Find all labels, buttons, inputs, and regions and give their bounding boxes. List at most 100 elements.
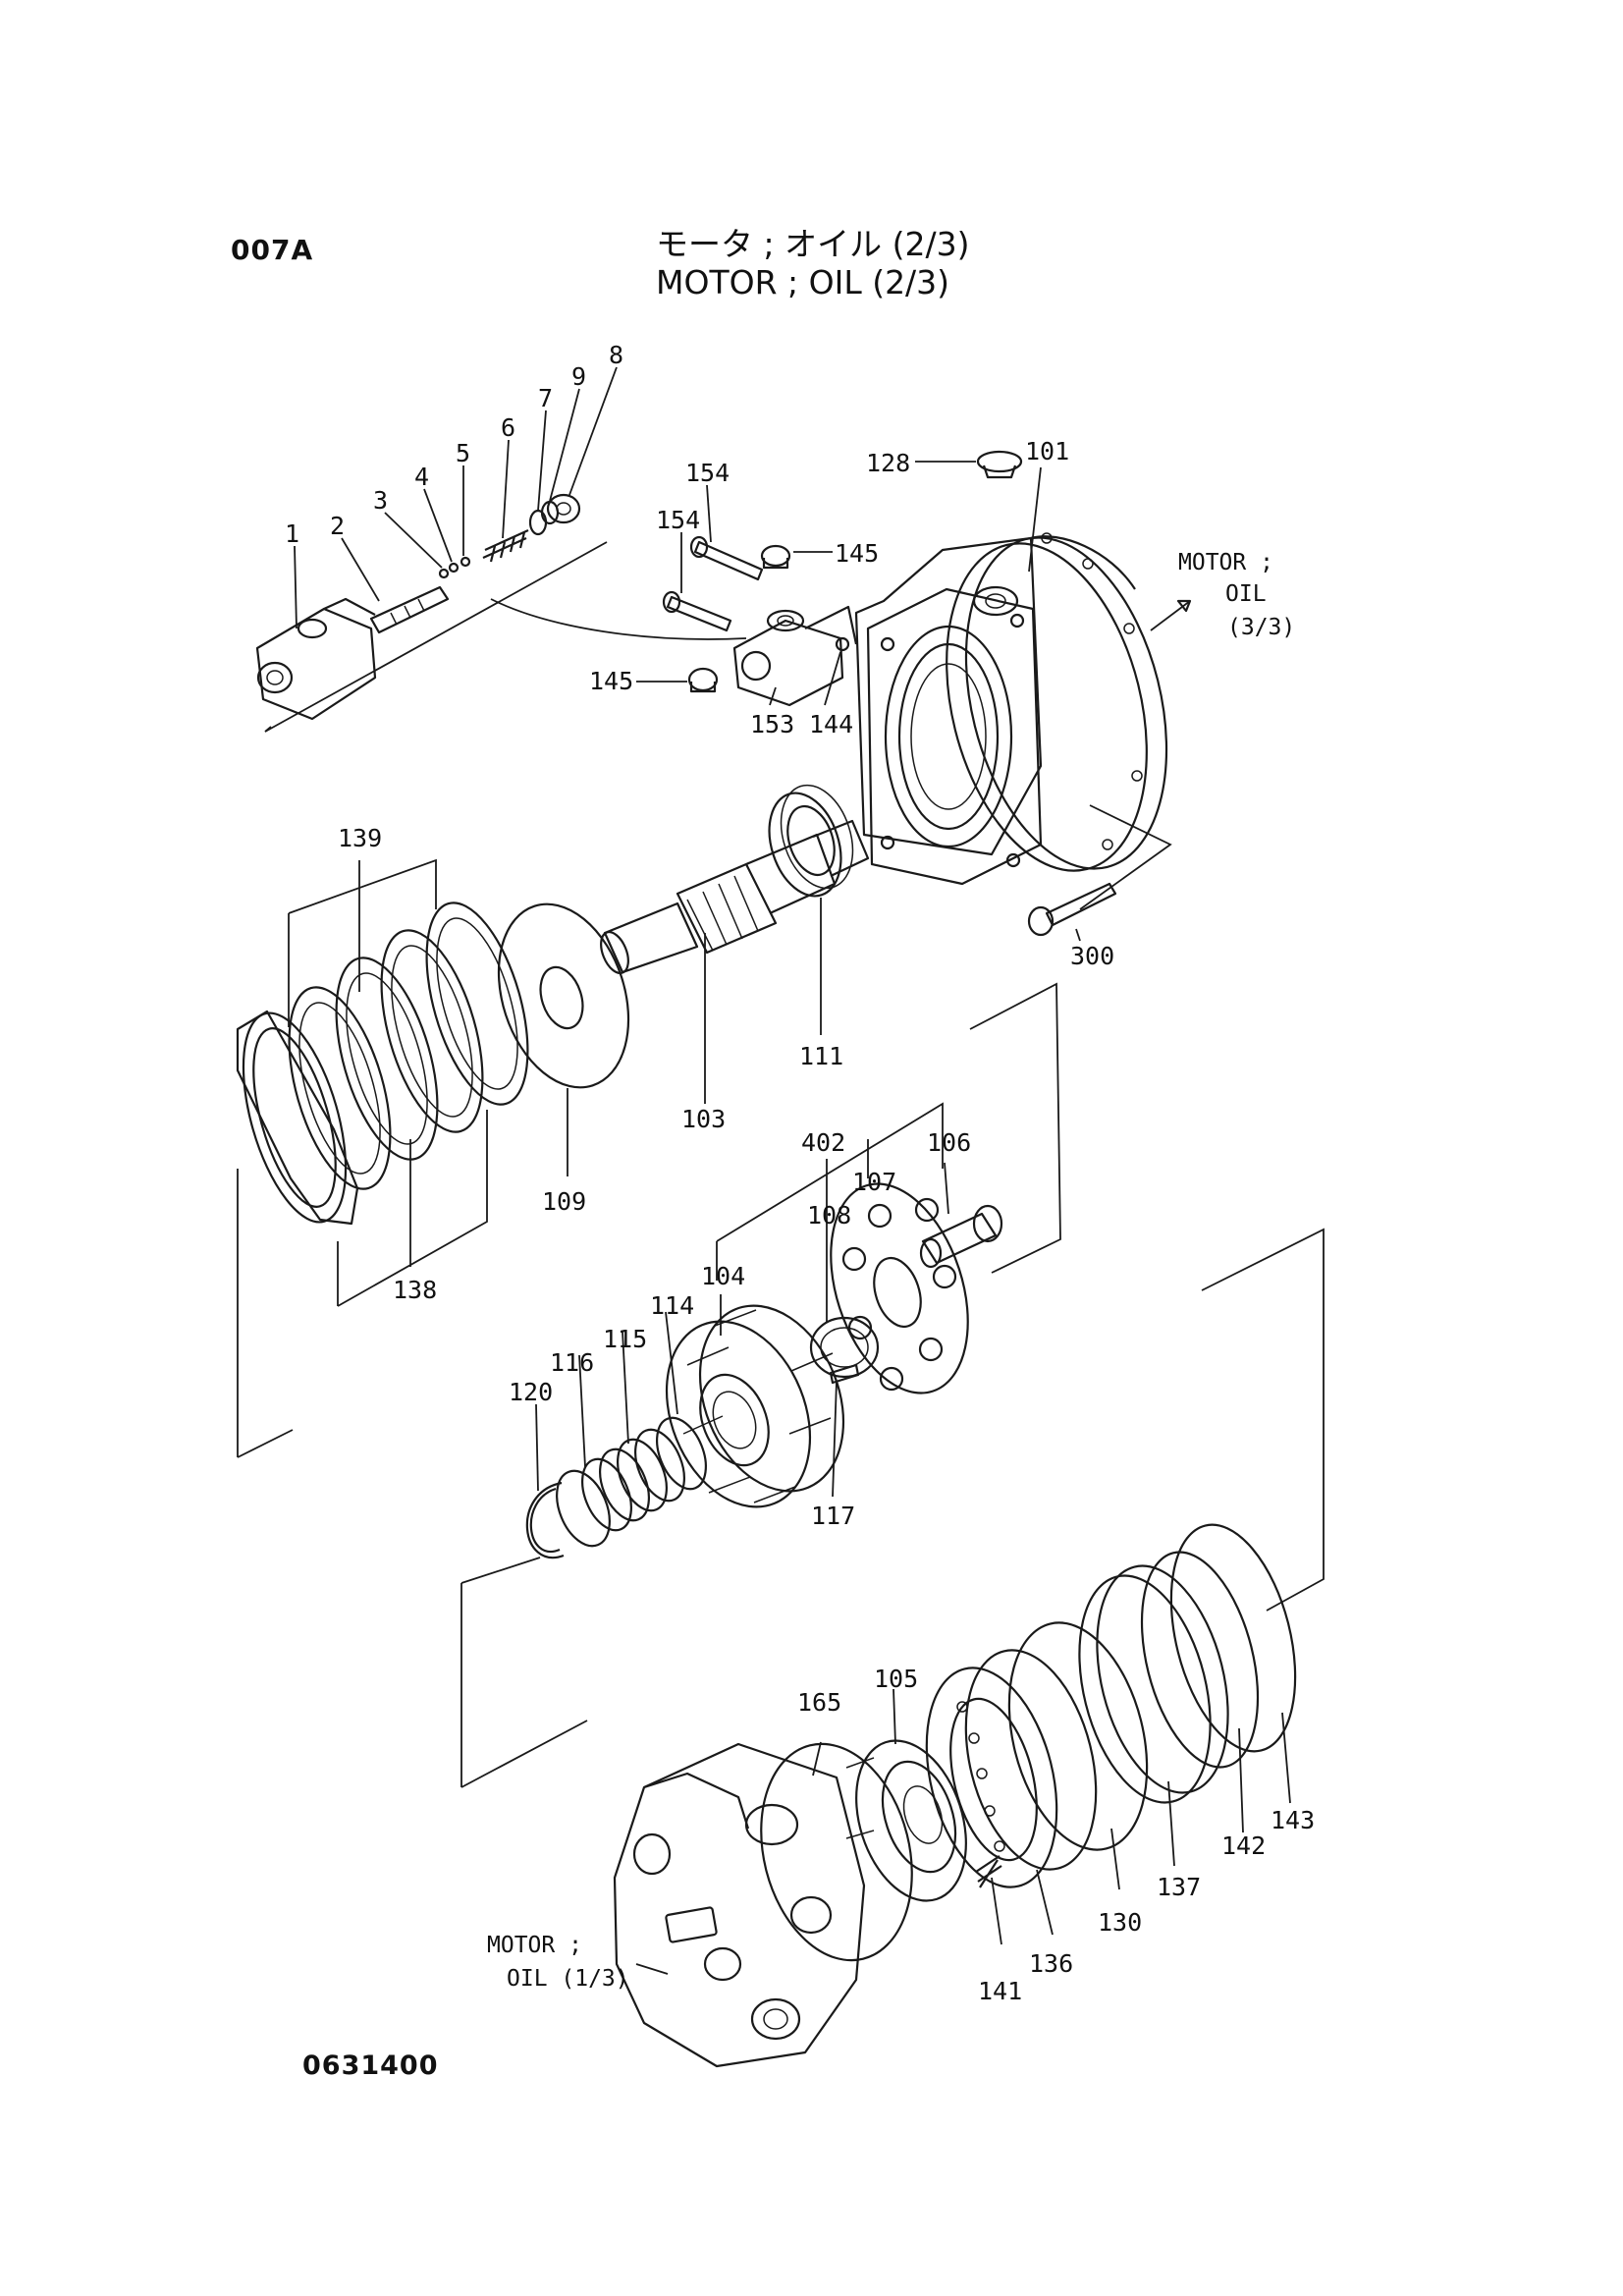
bolt-part-154-lower xyxy=(662,590,732,632)
label-part-300: 300 xyxy=(1070,942,1114,970)
label-part-101: 101 xyxy=(1025,437,1069,465)
assembly-lead xyxy=(490,598,747,640)
spring-part-115 xyxy=(581,1428,685,1532)
leaders-plates xyxy=(237,858,488,1458)
snap-ring-part-120 xyxy=(525,1481,565,1559)
spacer-part-114 xyxy=(656,1416,707,1491)
o-ring-part-130 xyxy=(1007,1621,1149,1851)
ref-prev-line2: OIL (1/3) xyxy=(507,1966,629,1992)
brake-piston-part-136 xyxy=(925,1649,1098,1888)
label-part-4: 4 xyxy=(414,463,429,491)
label-part-103: 103 xyxy=(681,1105,726,1133)
label-part-139: 139 xyxy=(338,824,382,852)
plug-part-128 xyxy=(976,450,1023,479)
spring-part-141 xyxy=(975,1855,1002,1888)
label-part-145-lower: 145 xyxy=(589,667,633,695)
label-part-109: 109 xyxy=(542,1187,586,1216)
pin-part-117 xyxy=(829,1363,860,1385)
plug-part-145-lower xyxy=(687,667,719,693)
spring-part-6 xyxy=(482,528,529,563)
title-japanese: モータ ; オイル (2/3) xyxy=(656,225,970,263)
valve-block-part-153 xyxy=(732,605,858,707)
ball-part-4 xyxy=(448,562,460,574)
o-ring-part-143 xyxy=(1169,1523,1297,1753)
label-part-2: 2 xyxy=(330,512,345,540)
label-part-154-lower: 154 xyxy=(656,506,700,534)
ref-next-line3: (3/3) xyxy=(1227,615,1295,640)
seal-part-137 xyxy=(1078,1564,1229,1804)
o-ring-part-165 xyxy=(760,1742,913,1962)
label-part-136: 136 xyxy=(1029,1949,1073,1978)
plug-part-8 xyxy=(546,493,581,524)
label-part-402: 402 xyxy=(801,1128,845,1157)
label-part-165: 165 xyxy=(797,1688,841,1717)
label-part-141: 141 xyxy=(978,1977,1022,2005)
o-ring-part-9 xyxy=(540,500,560,525)
leaders-top-right xyxy=(915,461,1192,942)
end-plate-part-139 xyxy=(236,1010,359,1226)
label-part-130: 130 xyxy=(1098,1908,1142,1937)
label-part-5: 5 xyxy=(456,439,470,467)
leaders-center xyxy=(567,898,1061,1274)
bolt-part-154-upper xyxy=(689,535,764,581)
valve-body-part-1 xyxy=(255,597,377,721)
leaders-rotor xyxy=(460,1102,1325,1788)
spool-part-2 xyxy=(369,585,450,634)
washer-part-116 xyxy=(556,1469,611,1548)
leaders-top-left xyxy=(294,366,618,629)
label-part-117: 117 xyxy=(811,1502,855,1530)
o-ring-part-7 xyxy=(528,509,548,536)
label-part-153: 153 xyxy=(750,710,794,738)
o-ring-part-142 xyxy=(1140,1551,1260,1769)
label-part-145-upper: 145 xyxy=(835,539,879,568)
label-part-8: 8 xyxy=(609,341,623,369)
label-part-6: 6 xyxy=(501,413,515,442)
label-part-106: 106 xyxy=(927,1128,971,1157)
label-part-114: 114 xyxy=(650,1291,694,1320)
label-part-144: 144 xyxy=(809,710,853,738)
friction-plate-3 xyxy=(380,929,484,1133)
holder-part-108 xyxy=(809,1316,880,1379)
label-part-138: 138 xyxy=(393,1276,437,1304)
shaft-part-103 xyxy=(600,819,870,974)
friction-plate-1 xyxy=(288,986,392,1190)
label-part-3: 3 xyxy=(373,486,388,515)
ref-prev-page: MOTOR ; OIL (1/3) xyxy=(487,1933,629,1992)
bearing-part-111 xyxy=(768,784,854,898)
part-labels: 1 2 3 4 5 6 7 8 9 101 103 104 105 106 10… xyxy=(285,341,1315,2005)
motor-housing-part-101 xyxy=(854,532,1168,886)
label-part-116: 116 xyxy=(550,1348,594,1377)
label-part-108: 108 xyxy=(807,1201,851,1230)
label-part-143: 143 xyxy=(1271,1806,1315,1834)
ref-next-page: MOTOR ; OIL (3/3) xyxy=(1178,550,1295,640)
label-part-120: 120 xyxy=(509,1378,553,1406)
title-english: MOTOR ; OIL (2/3) xyxy=(656,263,950,301)
drawing-number: 0631400 xyxy=(302,2050,439,2081)
friction-plate-4 xyxy=(425,902,529,1106)
piston-part-106 xyxy=(919,1204,1003,1269)
bolt-part-300 xyxy=(1027,882,1117,937)
o-ring-part-144 xyxy=(835,636,850,652)
thrust-plate-part-109 xyxy=(497,902,630,1089)
valve-cover xyxy=(613,1742,875,2068)
label-part-1: 1 xyxy=(285,519,299,548)
leaders-top-center xyxy=(636,484,841,706)
label-part-7: 7 xyxy=(538,384,553,412)
label-part-105: 105 xyxy=(874,1665,918,1693)
assembly-bracket xyxy=(264,541,608,733)
page-code: 007A xyxy=(231,234,314,266)
ref-next-line2: OIL xyxy=(1225,581,1267,607)
label-part-9: 9 xyxy=(571,362,586,391)
leaders-bottom xyxy=(635,1688,1291,1975)
label-part-154-upper: 154 xyxy=(685,459,730,487)
label-part-142: 142 xyxy=(1221,1831,1266,1860)
label-part-104: 104 xyxy=(701,1262,745,1290)
label-part-115: 115 xyxy=(603,1325,647,1353)
label-part-111: 111 xyxy=(799,1042,843,1070)
plug-part-145-upper xyxy=(760,544,791,570)
seat-part-5 xyxy=(460,556,471,568)
ball-part-3 xyxy=(438,568,450,579)
ref-prev-line1: MOTOR ; xyxy=(487,1933,582,1958)
label-part-128: 128 xyxy=(866,449,910,477)
